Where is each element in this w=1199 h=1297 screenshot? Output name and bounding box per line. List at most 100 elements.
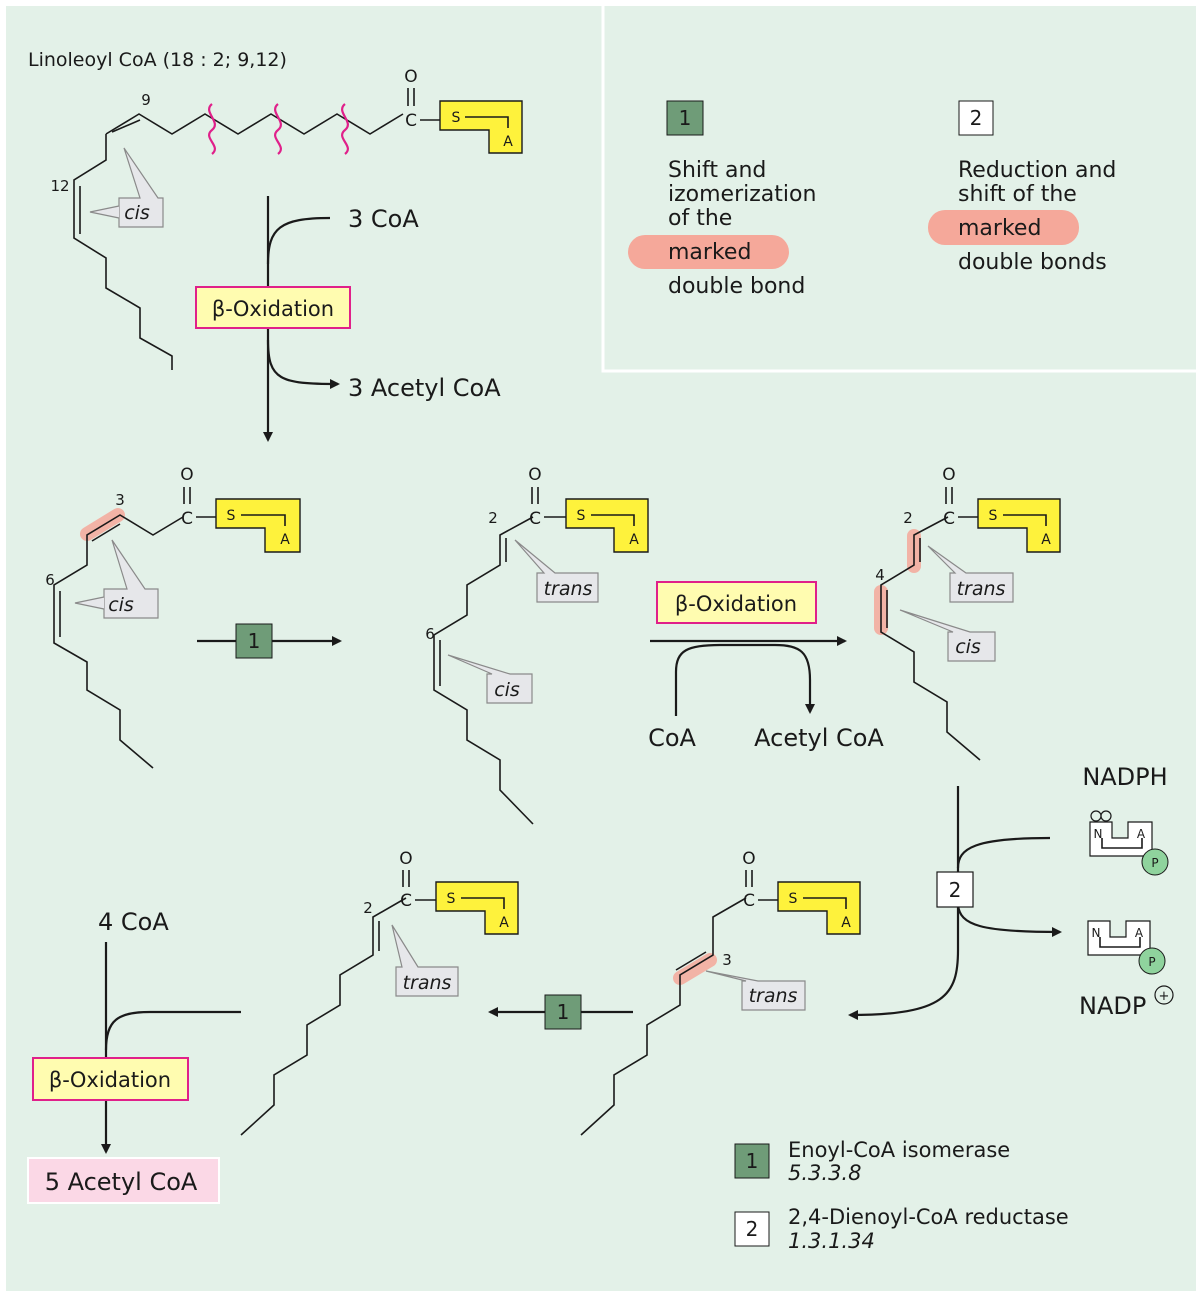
- nadp-label: NADP: [1079, 992, 1146, 1020]
- reductase-badge-label: 2: [949, 878, 962, 902]
- mol-e-trans-callout: [391, 924, 459, 997]
- nadp-a: A: [1135, 926, 1144, 940]
- mol-a-pos-3: 3: [115, 491, 125, 509]
- mol-e-oxygen: O: [399, 849, 412, 869]
- mol-d-coa-s: S: [789, 891, 798, 907]
- mol-e-trans-label: trans: [403, 972, 452, 994]
- molecule-b: 2 6 O C S A trans cis: [425, 465, 649, 825]
- middle-beta-oxidation-label: β-Oxidation: [675, 592, 797, 616]
- mol-c-cis-callout: [899, 609, 996, 662]
- legend-step1-line5: double bond: [668, 274, 805, 299]
- isomerase-step-d: 1: [488, 994, 633, 1030]
- molecule-d: 3 O C S A trans: [580, 849, 861, 1136]
- mol-b-trans-callout: [514, 539, 599, 603]
- mol-e-carbon: C: [400, 891, 412, 911]
- cis-label: cis: [124, 202, 150, 224]
- mol-c-pos-4: 4: [875, 566, 885, 584]
- molecule-e: 2 O C S A trans: [240, 849, 519, 1136]
- highlight-bond-3: [80, 508, 125, 541]
- mol-e-coa-block: [435, 881, 519, 935]
- mol-a-pos-6: 6: [45, 571, 55, 589]
- mol-d-pos-3: 3: [722, 951, 732, 969]
- legend-step2-line4: double bonds: [958, 250, 1107, 275]
- position-12-label: 12: [50, 177, 69, 195]
- mol-d-coa-a: A: [841, 915, 851, 931]
- mol-e-coa-a: A: [499, 915, 509, 931]
- mol-b-cis-callout: [447, 654, 533, 704]
- enzyme-2-badge: [734, 1211, 770, 1247]
- middle-beta-oxidation: β-Oxidation CoA Acetyl CoA: [648, 581, 884, 752]
- highlight-bond-3-trans: [673, 953, 717, 985]
- legend-step2-marked: marked: [958, 216, 1041, 241]
- nadph-p: P: [1151, 856, 1158, 870]
- legend-step1-line2: izomerization: [668, 182, 816, 207]
- nadph-a: A: [1137, 827, 1146, 841]
- enzyme-1-badge: [734, 1143, 770, 1179]
- cis-callout: [118, 147, 164, 228]
- mol-b-coa-s: S: [577, 508, 586, 524]
- mol-a-coa-a: A: [280, 532, 290, 548]
- legend-step1-highlight: [628, 235, 789, 269]
- top-input-coa: 3 CoA: [348, 205, 419, 233]
- legend-step2-line1: Reduction and: [958, 158, 1116, 183]
- mol-c-carbon: C: [943, 509, 955, 529]
- bottom-input-coa: 4 CoA: [98, 908, 169, 936]
- linoleoyl-coa-molecule: Linoleoyl CoA (18 : 2; 9,12) 9 12 O C S …: [28, 49, 523, 370]
- mol-e-coa-s: S: [447, 891, 456, 907]
- bottom-beta-oxidation-box: [32, 1057, 189, 1101]
- mol-a-oxygen: O: [180, 465, 193, 485]
- nadp-n: N: [1092, 926, 1101, 940]
- legend-panel: 1 Shift and izomerization of the marked …: [628, 100, 1116, 299]
- bottom-beta-oxidation-label: β-Oxidation: [49, 1068, 171, 1092]
- cleavage-mark-3: [341, 103, 349, 155]
- mol-c-pos-2: 2: [903, 509, 913, 527]
- isomerase-step-a: 1: [197, 623, 342, 659]
- legend-step1-marked: marked: [668, 240, 751, 265]
- nadph-n: N: [1094, 827, 1103, 841]
- enzyme-legend: 1 Enoyl-CoA isomerase 5.3.3.8 2 2,4-Dien…: [734, 1138, 1069, 1253]
- linoleoyl-chain: [73, 113, 404, 370]
- mol-c-trans-callout: [927, 545, 1014, 603]
- mol-c-coa-block: [977, 498, 1061, 553]
- mol-a-coa-s: S: [227, 508, 236, 524]
- top-beta-oxidation-label: β-Oxidation: [212, 297, 334, 321]
- enzyme-2-badge-label: 2: [746, 1217, 759, 1241]
- reductase-step: 2 NADPH N A P N A P NADP +: [848, 763, 1174, 1020]
- coa-s-label: S: [452, 110, 461, 126]
- mol-a-coa-block: [215, 498, 301, 553]
- enzyme-1-name: Enoyl-CoA isomerase: [788, 1138, 1010, 1162]
- nadph-label: NADPH: [1082, 763, 1167, 791]
- legend-badge-1: [666, 100, 704, 136]
- double-bond-9: [111, 119, 141, 133]
- middle-beta-oxidation-box: [656, 581, 817, 624]
- legend-panel-divider: [601, 6, 1196, 373]
- mol-d-oxygen: O: [742, 849, 755, 869]
- enzyme-2-ec: 1.3.1.34: [788, 1229, 875, 1253]
- mol-d-trans-label: trans: [749, 985, 798, 1007]
- mol-c-cis-label: cis: [955, 636, 981, 658]
- legend-badge-2: [958, 100, 994, 136]
- bottom-output-acetyl-coa: 5 Acetyl CoA: [45, 1168, 198, 1196]
- bottom-output-box: [27, 1157, 220, 1204]
- mol-b-cis-label: cis: [494, 679, 520, 701]
- top-beta-oxidation: 3 CoA 3 Acetyl CoA β-Oxidation: [195, 196, 501, 442]
- mol-c-trans-label: trans: [957, 578, 1006, 600]
- legend-step2-line2: shift of the: [958, 182, 1077, 207]
- legend-badge-2-label: 2: [970, 106, 983, 130]
- cleavage-mark-2: [274, 103, 282, 155]
- mol-c-oxygen: O: [942, 465, 955, 485]
- reductase-badge: [936, 871, 974, 908]
- carbonyl-oxygen: O: [404, 67, 417, 87]
- nadph-icon: N A P: [1089, 810, 1169, 876]
- legend-step2-highlight: [928, 210, 1079, 245]
- nadp-p: P: [1148, 955, 1155, 969]
- middle-input-coa: CoA: [648, 724, 696, 752]
- linoleoyl-title: Linoleoyl CoA (18 : 2; 9,12): [28, 49, 287, 71]
- step-a-badge: [235, 623, 273, 659]
- plus-charge-icon: [1154, 985, 1174, 1005]
- molecule-c: 2 4 O C S A trans cis: [874, 465, 1061, 761]
- coa-a-label: A: [503, 134, 513, 150]
- plus-charge-label: +: [1159, 989, 1170, 1004]
- legend-step1-line3: of the: [668, 206, 732, 231]
- enzyme-1-ec: 5.3.3.8: [788, 1161, 861, 1185]
